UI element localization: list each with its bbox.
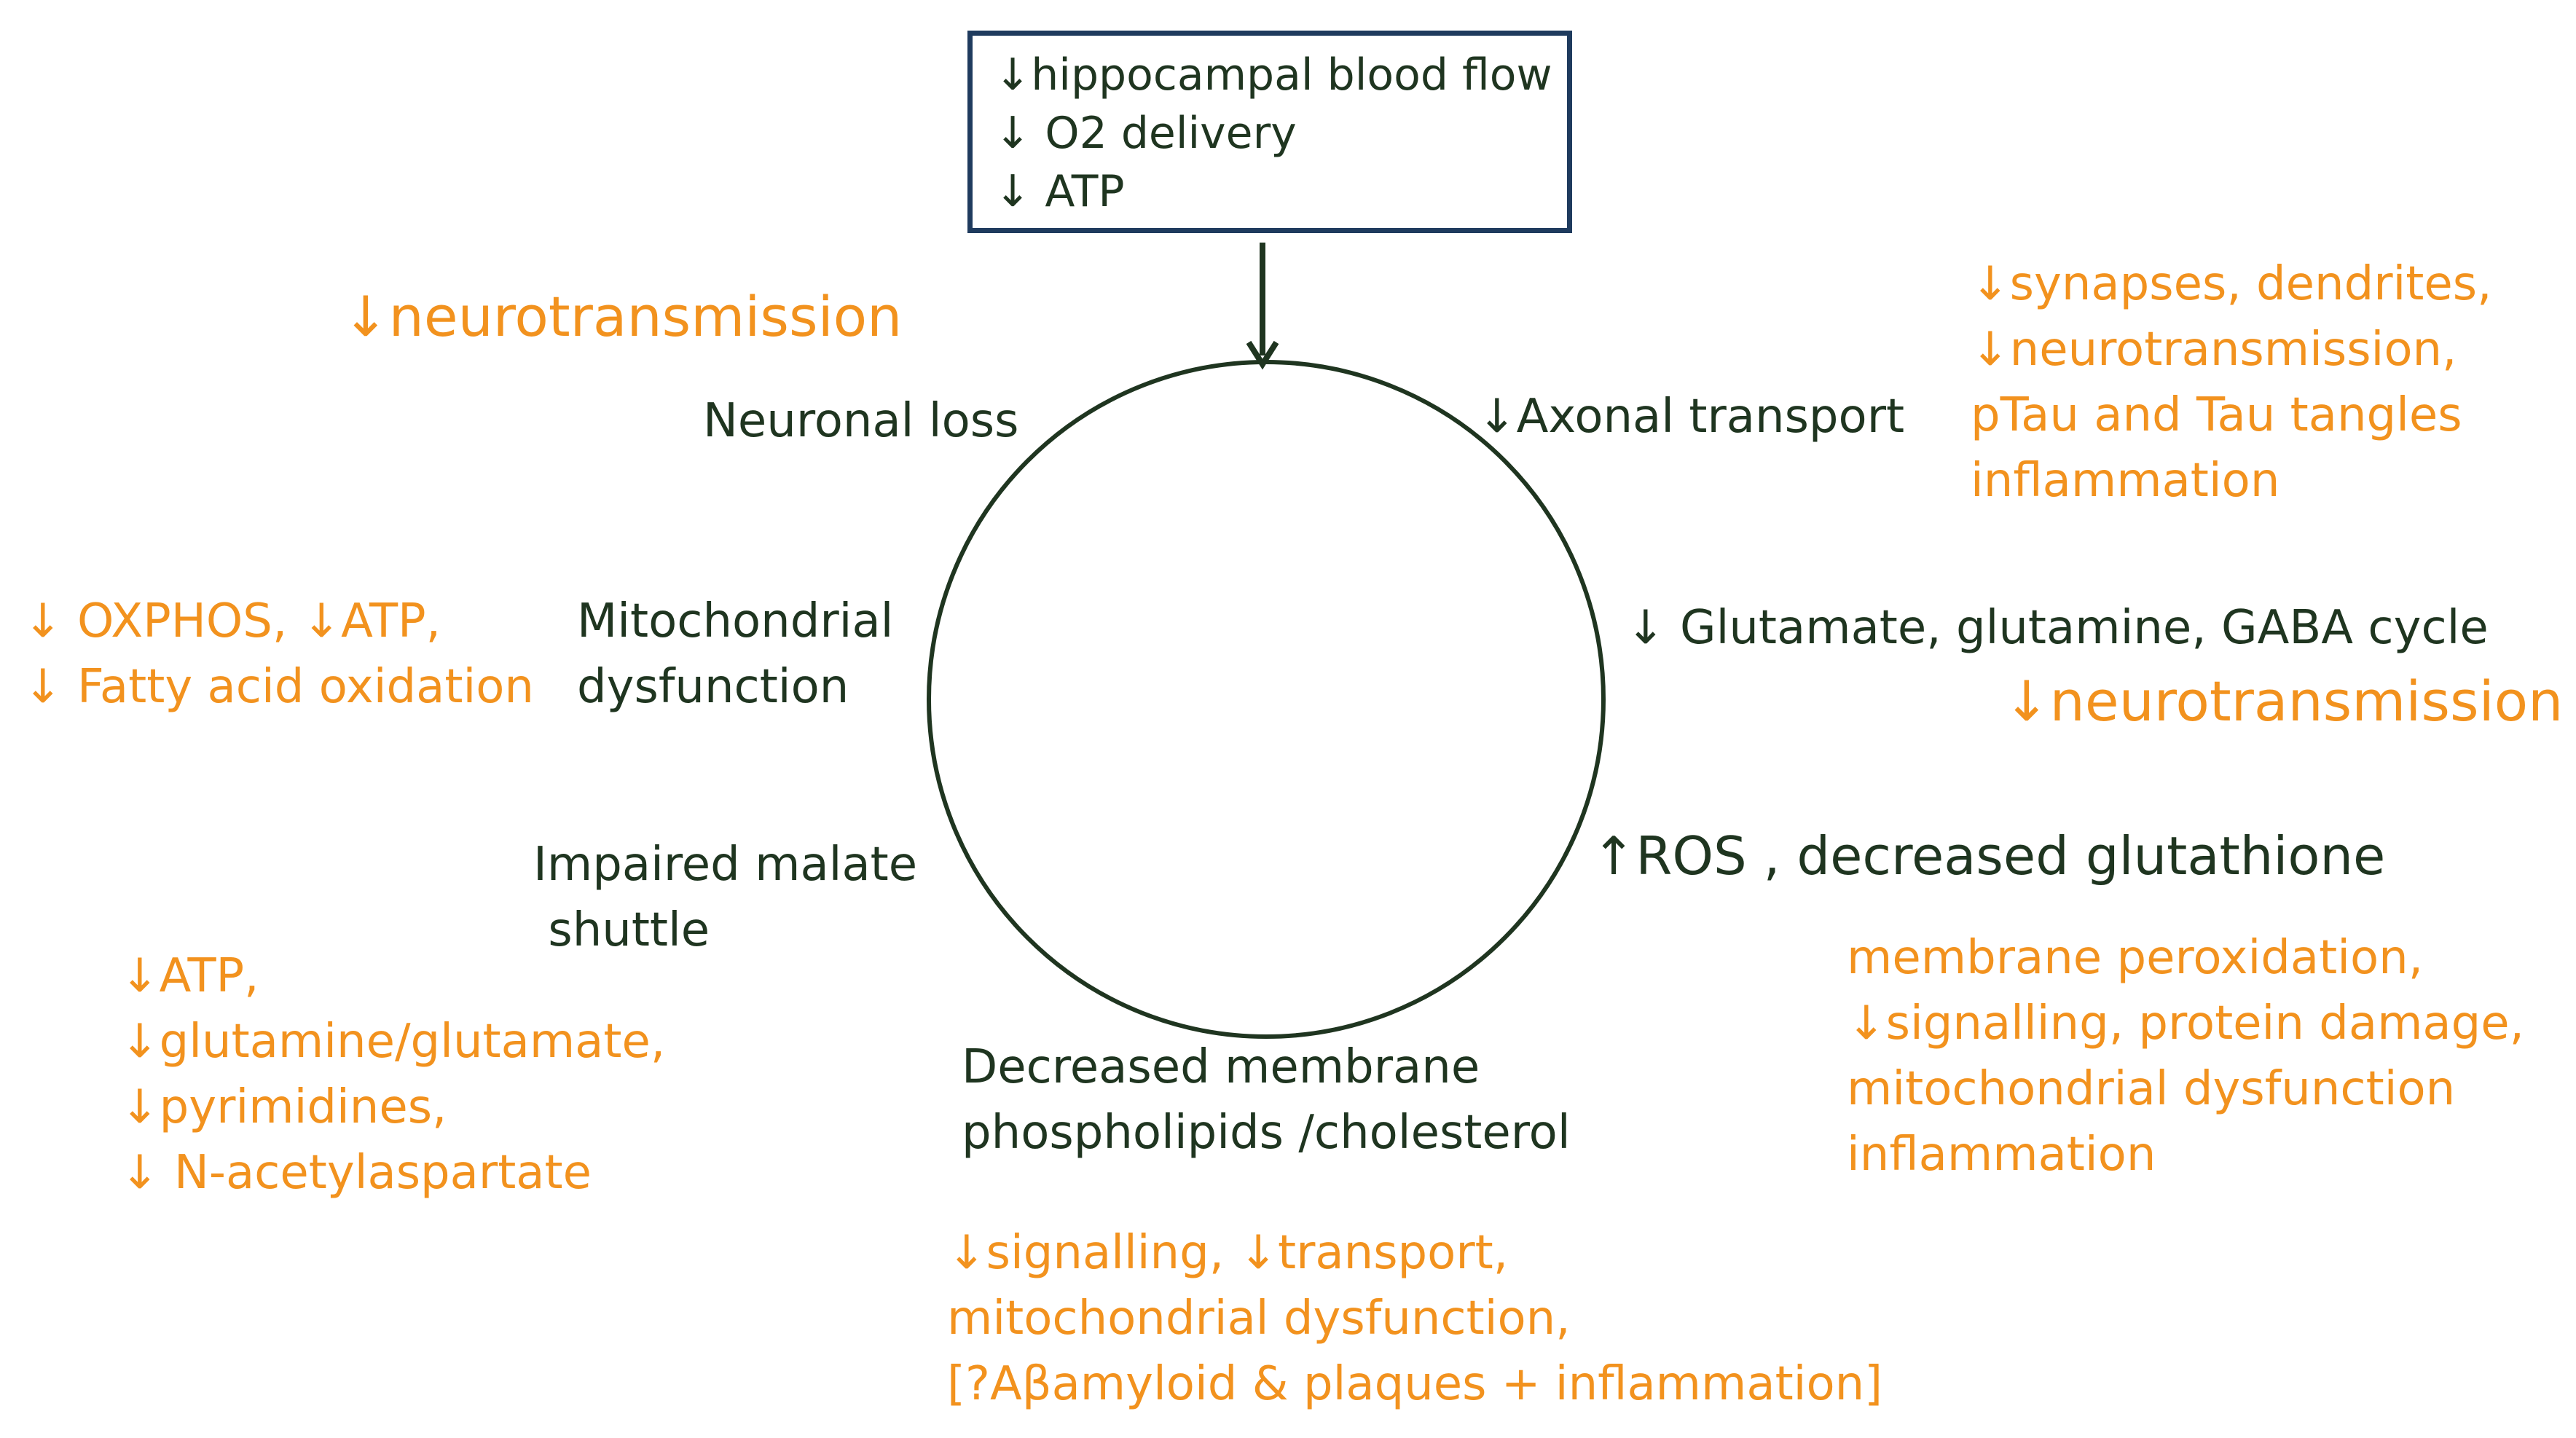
neuronal-loss-effects: ↓neurotransmission <box>342 284 902 350</box>
arrow-down-icon <box>1246 243 1279 370</box>
cause-line: ↓ ATP <box>994 166 1125 217</box>
effect-line: ↓pyrimidines, <box>120 1080 447 1134</box>
effect-line: pTau and Tau tangles <box>1971 388 2462 442</box>
stage-axonal-transport: ↓Axonal transport <box>1477 390 1905 444</box>
stage-line: Mitochondrial <box>577 594 894 648</box>
mitochondrial-effects: ↓ OXPHOS, ↓ATP, ↓ Fatty acid oxidation <box>23 589 534 720</box>
effect-line: ↓signalling, ↓transport, <box>947 1226 1509 1280</box>
stage-line: Impaired malate <box>533 838 918 892</box>
effect-line: mitochondrial dysfunction, <box>947 1292 1571 1345</box>
stage-membrane: Decreased membrane phospholipids /choles… <box>962 1034 1571 1166</box>
stage-line: shuttle <box>533 903 710 957</box>
effect-line: [?Aβamyloid & plaques + inflammation] <box>947 1357 1883 1411</box>
membrane-effects: ↓signalling, ↓transport, mitochondrial d… <box>947 1220 1882 1417</box>
effect-line: ↓neurotransmission, <box>1971 323 2457 377</box>
effect-line: ↓signalling, protein damage, <box>1847 997 2524 1050</box>
effect-line: ↓ Fatty acid oxidation <box>23 660 534 714</box>
effect-line: mitochondrial dysfunction <box>1847 1062 2456 1116</box>
effect-line: inflammation <box>1971 454 2280 508</box>
malate-shuttle-effects: ↓ATP, ↓glutamine/glutamate, ↓pyrimidines… <box>120 943 665 1206</box>
effect-line: ↓neurotransmission <box>2003 669 2564 734</box>
effect-line: ↓synapses, dendrites, <box>1971 257 2492 311</box>
stage-malate-shuttle: Impaired malate shuttle <box>533 832 917 963</box>
cause-line: ↓hippocampal blood flow <box>994 50 1552 101</box>
effect-line: ↓glutamine/glutamate, <box>120 1015 666 1069</box>
effect-line: ↓ATP, <box>120 949 259 1003</box>
effect-line: ↓ N-acetylaspartate <box>120 1146 592 1200</box>
stage-ros: ↑ROS , decreased glutathione <box>1592 825 2386 887</box>
stage-neuronal-loss: Neuronal loss <box>703 394 1019 448</box>
cycle-circle <box>927 360 1606 1039</box>
ros-effects: membrane peroxidation, ↓signalling, prot… <box>1847 925 2524 1187</box>
effect-line: inflammation <box>1847 1128 2156 1182</box>
stage-glutamate-cycle: ↓ Glutamate, glutamine, GABA cycle <box>1626 601 2489 655</box>
stage-line: dysfunction <box>577 660 849 714</box>
glutamate-cycle-effects: ↓neurotransmission <box>2003 669 2563 734</box>
stage-mitochondrial: Mitochondrial dysfunction <box>577 589 893 720</box>
effect-line: ↓ OXPHOS, ↓ATP, <box>23 594 441 648</box>
stage-line: phospholipids /cholesterol <box>962 1106 1571 1160</box>
effect-line: membrane peroxidation, <box>1847 931 2424 985</box>
stage-line: Decreased membrane <box>962 1040 1480 1094</box>
effect-line: ↓neurotransmission <box>342 284 903 349</box>
axonal-transport-effects: ↓synapses, dendrites, ↓neurotransmission… <box>1971 251 2491 514</box>
cause-line: ↓ O2 delivery <box>994 108 1297 159</box>
cause-box: ↓hippocampal blood flow ↓ O2 delivery ↓ … <box>967 31 1572 233</box>
